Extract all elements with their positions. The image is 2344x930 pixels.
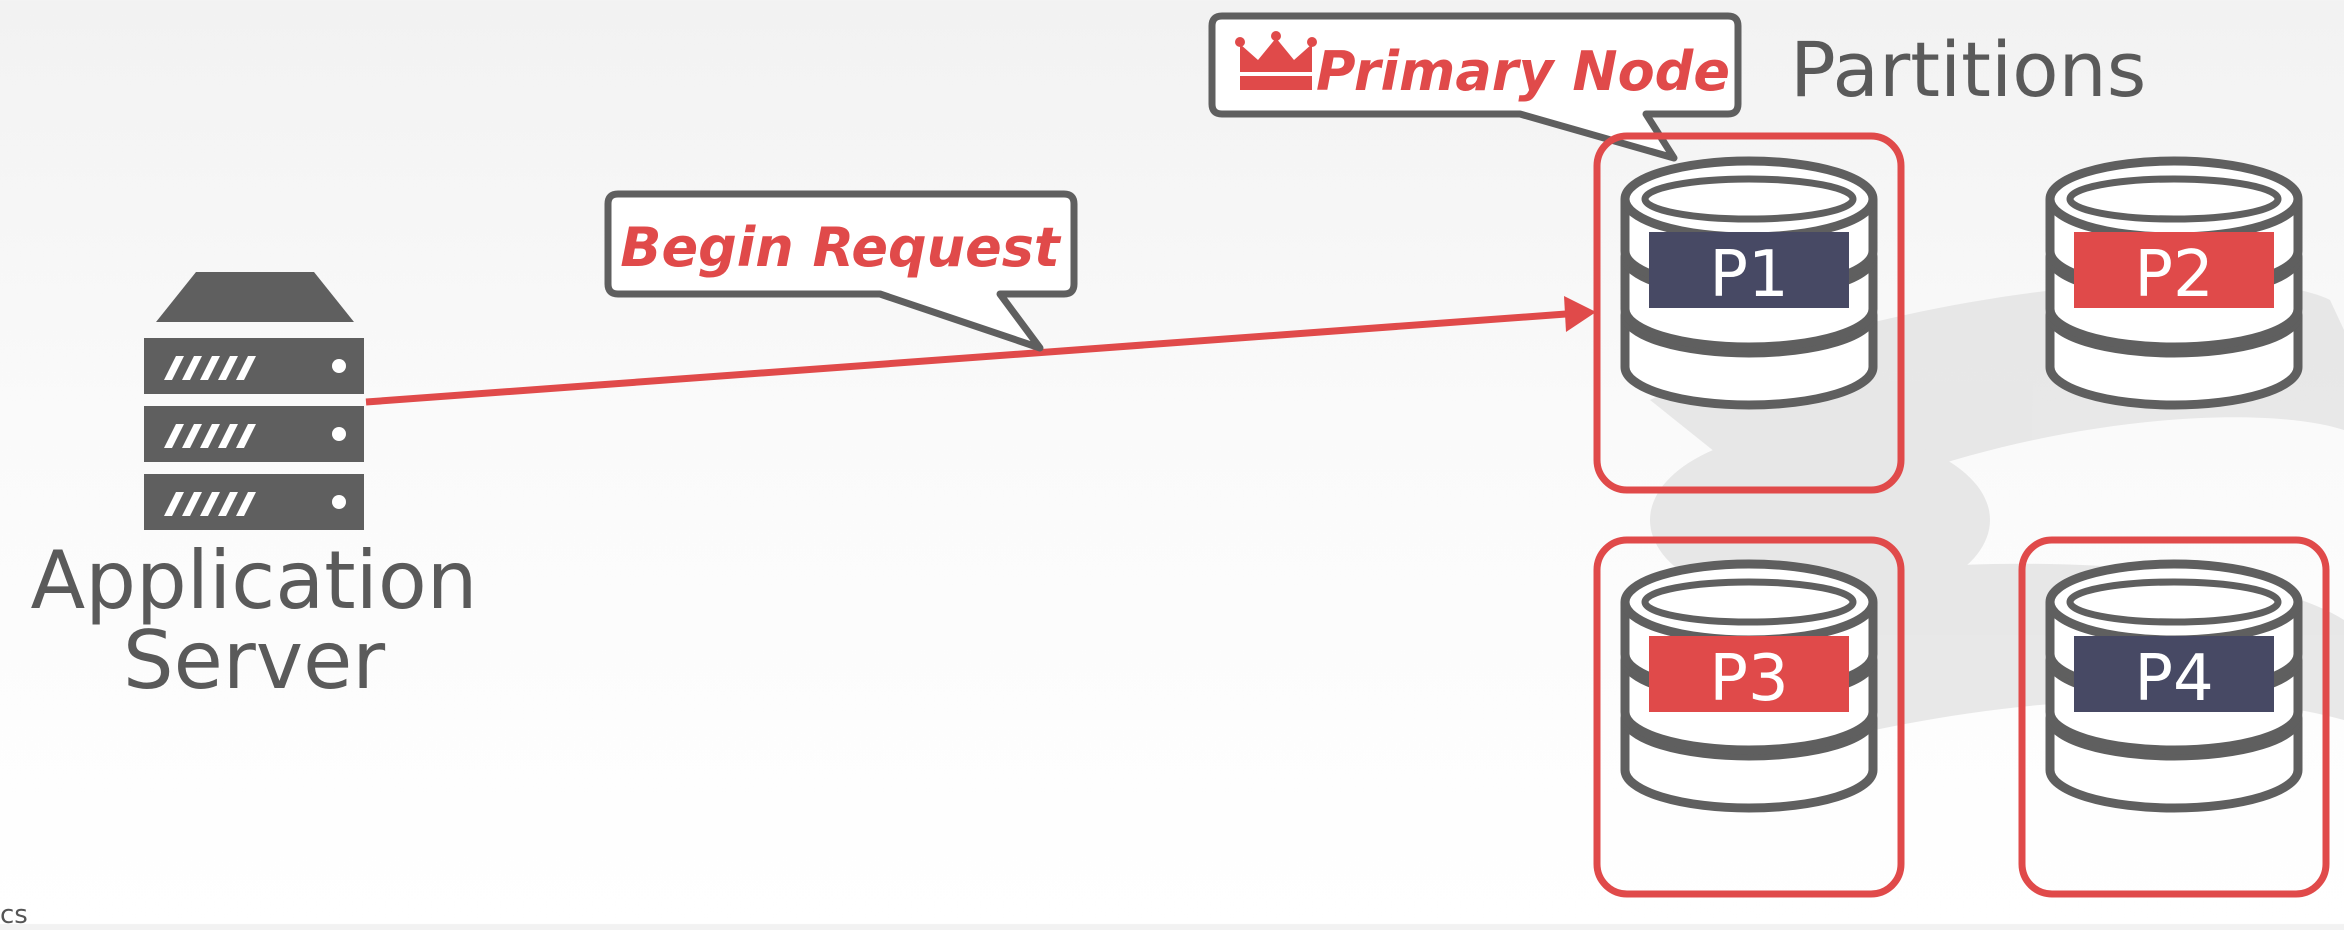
partition-label-box xyxy=(2074,636,2274,712)
partition-p4: P4 xyxy=(2018,536,2330,898)
partition-label-box xyxy=(1649,636,1849,712)
partition-label-box xyxy=(2074,232,2274,308)
partition-label: P3 xyxy=(1709,642,1788,716)
partition-p3: P3 xyxy=(1593,536,1905,898)
partition-label-box xyxy=(1649,232,1849,308)
server-label-line1: Application xyxy=(31,534,478,627)
request-arrow xyxy=(365,296,1596,406)
server-unit xyxy=(144,474,364,530)
partition-label: P4 xyxy=(2134,642,2213,716)
partition-highlight-border xyxy=(1593,536,1905,898)
partition-label: P1 xyxy=(1709,238,1788,312)
partitions-title: Partitions xyxy=(1790,25,2146,114)
primary-node-callout: Primary Node xyxy=(1208,12,1742,162)
server-rack-icon xyxy=(144,272,364,530)
partition-highlight-border xyxy=(2018,536,2330,898)
server-label-line2: Server xyxy=(123,614,385,707)
primary-node-label: Primary Node xyxy=(1316,40,1730,103)
server-unit xyxy=(144,406,364,462)
partition-highlight-border xyxy=(1593,132,1905,494)
partition-p2: P2 xyxy=(2050,161,2298,405)
server-unit xyxy=(144,338,364,394)
footer-fragment: cs xyxy=(0,900,28,930)
begin-request-label: Begin Request xyxy=(620,216,1062,279)
crown-icon xyxy=(1235,31,1317,90)
partition-label: P2 xyxy=(2134,238,2213,312)
partition-p1: P1 xyxy=(1593,132,1905,494)
begin-request-callout: Begin Request xyxy=(604,190,1078,352)
